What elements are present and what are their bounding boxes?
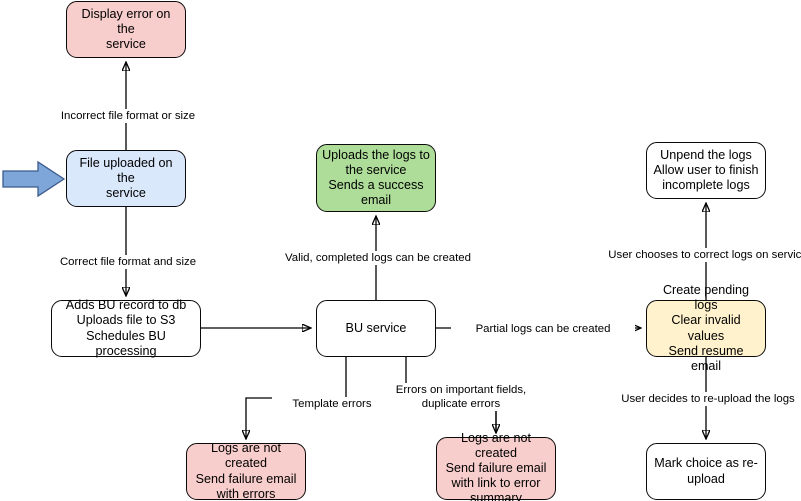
edge-label-template-errors: Template errors xyxy=(272,397,392,411)
node-logs-not-created-with-errors[interactable]: Logs are not created Send failure email … xyxy=(186,441,306,501)
node-adds-bu-record[interactable]: Adds BU record to db Uploads file to S3 … xyxy=(51,298,201,358)
entry-arrow-shape xyxy=(2,160,66,198)
node-file-uploaded-on-service[interactable]: File uploaded on the service xyxy=(66,150,186,207)
edge-label-partial-logs-can-be-created: Partial logs can be created xyxy=(451,322,635,336)
edge-label-incorrect-file-format: Incorrect file format or size xyxy=(0,109,256,123)
node-create-pending-logs[interactable]: Create pending logs Clear invalid values… xyxy=(646,283,766,373)
node-bu-service[interactable]: BU service xyxy=(316,300,436,357)
node-logs-not-created-error-summary[interactable]: Logs are not created Send failure email … xyxy=(436,431,556,501)
entry-block-arrow xyxy=(2,160,66,198)
node-unpend-logs[interactable]: Unpend the logs Allow user to finish inc… xyxy=(646,142,766,199)
edge-label-user-chooses-correct-logs: User chooses to correct logs on service xyxy=(586,248,801,262)
node-mark-choice-as-reupload[interactable]: Mark choice as re- upload xyxy=(646,443,766,500)
edge-label-valid-completed-logs: Valid, completed logs can be created xyxy=(256,251,500,265)
edge-label-errors-on-important-fields: Errors on important fields, duplicate er… xyxy=(379,383,543,411)
node-display-error[interactable]: Display error on the service xyxy=(66,1,186,58)
node-uploads-logs-success[interactable]: Uploads the logs to the service Sends a … xyxy=(316,144,436,212)
edge-label-correct-file-format: Correct file format and size xyxy=(0,255,256,269)
edge-label-user-decides-reupload: User decides to re-upload the logs xyxy=(596,392,801,406)
